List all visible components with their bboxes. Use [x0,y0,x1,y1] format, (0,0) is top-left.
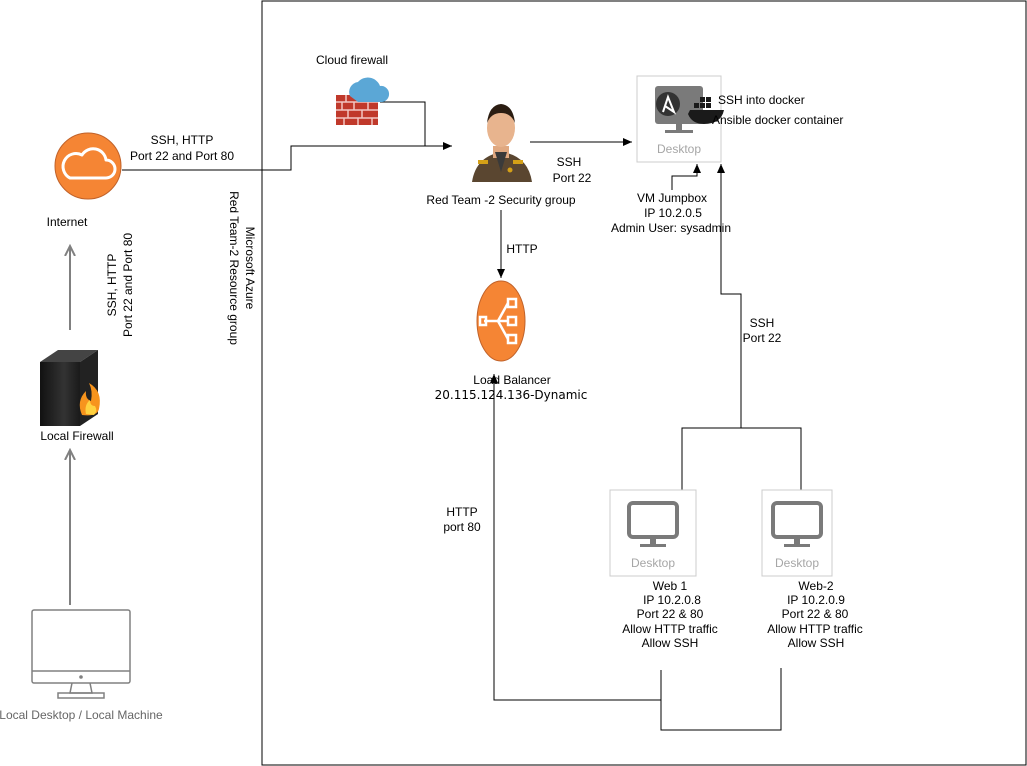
web1-ip: IP 10.2.0.8 [643,593,701,607]
web2-details: Web-2 IP 10.2.0.9 Port 22 & 80 Allow HTT… [767,579,863,650]
web1-desktop-icon[interactable]: Desktop [609,489,697,577]
firewall-link-label-2: Port 22 and Port 80 [121,233,135,337]
sg-to-load-balancer-label: HTTP [506,242,537,256]
web2-desktop-caption: Desktop [775,556,819,570]
web2-ports: Port 22 & 80 [782,607,849,621]
internet-label: Internet [47,215,88,229]
web1-ports: Port 22 & 80 [637,607,704,621]
jumpbox-label-3: Admin User: sysadmin [611,221,731,235]
web2-rule2: Allow SSH [788,636,845,650]
ansible-icon [656,92,680,116]
web1-name: Web 1 [653,579,688,593]
web1-desktop-caption: Desktop [631,556,675,570]
http-back-label-1: HTTP [446,505,477,519]
internet-link-label-2: Port 22 and Port 80 [130,149,234,163]
web-to-jumpbox-label-2: Port 22 [743,331,782,345]
connector-jumpbox-label-to-jumpbox [671,164,701,190]
azure-label-1: Microsoft Azure [243,227,257,310]
jumpbox-label-2: IP 10.2.0.5 [644,206,702,220]
cloud-firewall-icon[interactable] [336,77,390,125]
web2-name: Web-2 [798,579,833,593]
local-firewall-label: Local Firewall [40,429,113,443]
connector-web-bracket-top [681,427,802,490]
sg-to-jumpbox-label-2: Port 22 [553,171,592,185]
internet-link-label-1: SSH, HTTP [151,133,214,147]
http-back-label-2: port 80 [443,520,481,534]
web1-rule1: Allow HTTP traffic [622,622,718,636]
web1-details: Web 1 IP 10.2.0.8 Port 22 & 80 Allow HTT… [622,579,718,650]
web2-ip: IP 10.2.0.9 [787,593,845,607]
web1-rule2: Allow SSH [642,636,699,650]
firewall-link-label-1: SSH, HTTP [105,254,119,317]
web2-desktop-icon[interactable]: Desktop [761,489,833,577]
load-balancer-icon[interactable] [476,280,526,362]
connector-web-to-load-balancer [490,374,662,701]
ssh-into-docker-label: SSH into docker [718,93,805,107]
local-firewall-icon[interactable] [40,350,100,426]
load-balancer-label-1: Load Balancer [473,373,550,387]
azure-label-2: Red Team-2 Resource group [227,191,241,345]
connector-internet-to-security-group [122,142,452,171]
local-machine-monitor-icon[interactable] [31,609,131,699]
web-to-jumpbox-label-1: SSH [750,316,775,330]
connector-web-bracket-bottom [660,668,782,731]
local-machine-label: Local Desktop / Local Machine [0,708,163,722]
web2-rule1: Allow HTTP traffic [767,622,863,636]
connector-cloud-firewall-to-security-group [380,101,426,146]
cloud-firewall-label: Cloud firewall [316,53,388,67]
load-balancer-label-2: 20.115.124.136-Dynamic [435,388,588,402]
sg-to-jumpbox-label-1: SSH [557,155,582,169]
security-group-guard-icon[interactable] [472,104,532,182]
docker-icon [688,97,724,124]
ansible-container-label: Ansible docker container [712,113,843,127]
azure-resource-group-boundary [261,0,1027,766]
internet-cloud-icon[interactable] [54,132,122,200]
jumpbox-desktop-caption: Desktop [657,142,701,156]
jumpbox-label-1: VM Jumpbox [637,191,707,205]
security-group-label: Red Team -2 Security group [426,193,576,207]
connector-web-to-jumpbox [717,164,742,428]
